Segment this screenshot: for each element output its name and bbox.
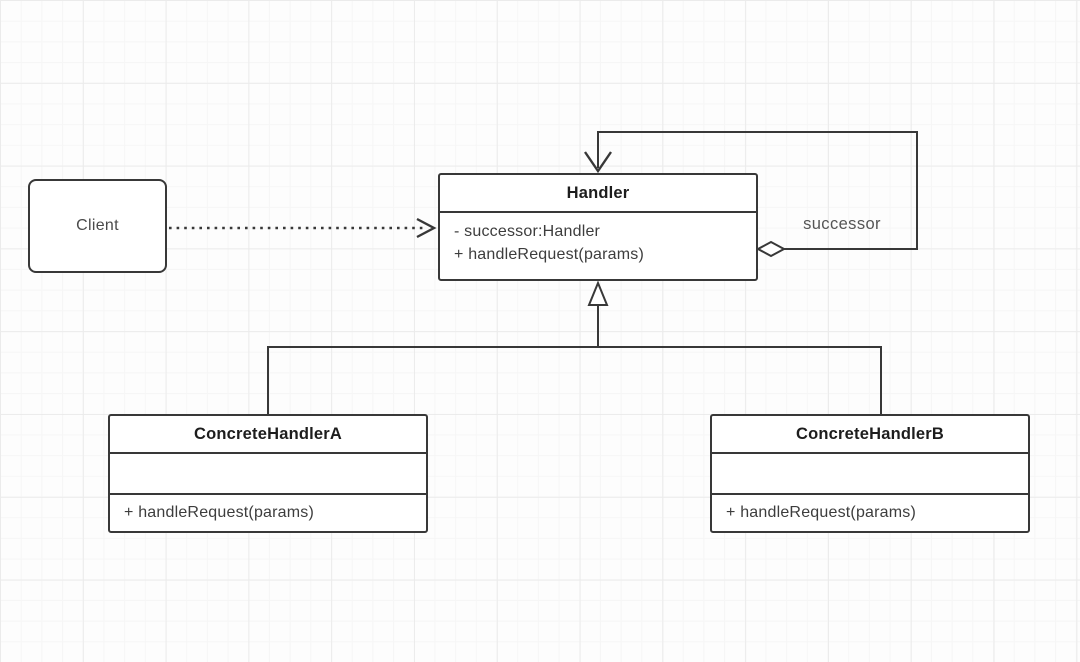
inheritance-branch-line	[267, 346, 882, 414]
handler-members: - successor:Handler + handleRequest(para…	[440, 213, 756, 266]
dependency-arrow-client-to-handler[interactable]	[169, 217, 437, 239]
handler-title: Handler	[440, 175, 756, 213]
client-label: Client	[76, 217, 119, 234]
node-concrete-handler-a[interactable]: ConcreteHandlerA + handleRequest(params)	[108, 414, 428, 533]
inheritance-triangle-icon	[587, 280, 609, 306]
inheritance-connector[interactable]	[267, 280, 882, 414]
node-handler[interactable]: Handler - successor:Handler + handleRequ…	[438, 173, 758, 281]
self-association-successor[interactable]	[584, 131, 918, 258]
concrete-handler-b-attributes	[712, 454, 1028, 495]
concrete-handler-a-method: + handleRequest(params)	[124, 504, 315, 521]
node-client[interactable]: Client	[28, 179, 167, 273]
concrete-handler-b-title: ConcreteHandlerB	[712, 416, 1028, 454]
handler-attribute: - successor:Handler	[454, 223, 601, 240]
concrete-handler-a-attributes	[110, 454, 426, 495]
open-arrowhead-icon	[584, 151, 612, 174]
concrete-handler-a-title: ConcreteHandlerA	[110, 416, 426, 454]
open-arrowhead-icon	[416, 217, 437, 239]
handler-method: + handleRequest(params)	[454, 246, 645, 263]
node-concrete-handler-b[interactable]: ConcreteHandlerB + handleRequest(params)	[710, 414, 1030, 533]
successor-edge-label: successor	[803, 215, 881, 233]
concrete-handler-b-method: + handleRequest(params)	[726, 504, 917, 521]
aggregation-diamond-icon	[755, 240, 787, 258]
self-association-line	[597, 131, 918, 250]
